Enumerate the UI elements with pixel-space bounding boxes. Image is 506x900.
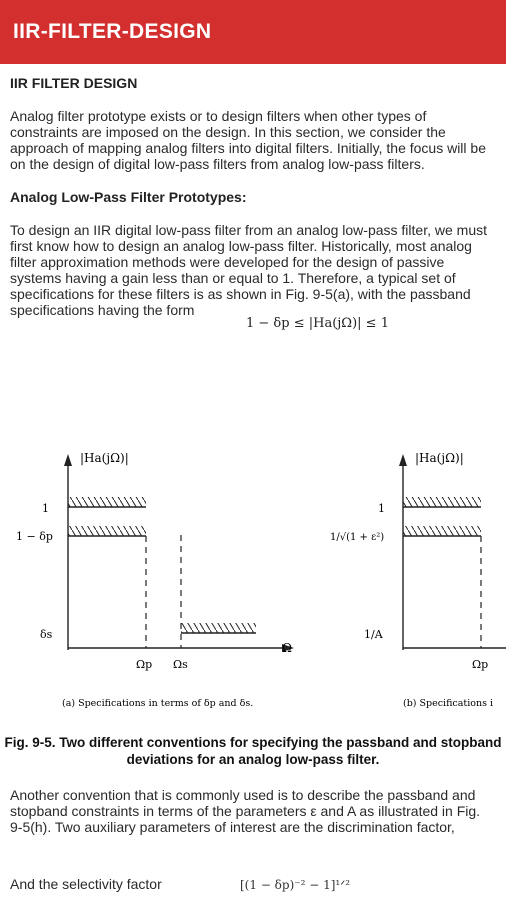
- panel-b-x-pass: Ωp: [472, 658, 488, 671]
- figure-9-5: |Ha(jΩ)| 1 1 − δp δs Ω Ωp Ωs (a) Specifi…: [16, 451, 506, 709]
- panel-a-tick-stop: δs: [40, 628, 53, 641]
- panel-a-x-pass: Ωp: [136, 658, 152, 671]
- panel-a-x-stop: Ωs: [173, 658, 188, 671]
- paragraph-prototypes: To design an IIR digital low-pass filter…: [10, 222, 487, 318]
- paragraph-intro: Analog filter prototype exists or to des…: [10, 108, 486, 172]
- article-content: IIR FILTER DESIGN Analog filter prototyp…: [0, 74, 506, 318]
- panel-b-y-arrow: [399, 454, 407, 466]
- sub-heading: Analog Low-Pass Filter Prototypes:: [10, 189, 247, 205]
- panel-a-sublabel: (a) Specifications in terms of δp and δs…: [62, 698, 253, 709]
- panel-a: |Ha(jΩ)| 1 1 − δp δs Ω Ωp Ωs (a) Specifi…: [16, 451, 294, 709]
- panel-a-ylabel: |Ha(jΩ)|: [80, 451, 129, 465]
- panel-a-tick-pass: 1 − δp: [16, 530, 53, 543]
- passband-formula: 1 − δp ≤ |Ha(jΩ)| ≤ 1: [246, 316, 389, 331]
- panel-a-xlabel: Ω: [282, 641, 292, 655]
- panel-b-tick-stop: 1/A: [364, 628, 384, 641]
- panel-b-tick-pass: 1/√(1 + ε²): [330, 532, 384, 543]
- panel-a-hatch-top: [68, 497, 146, 507]
- paragraph-convention: Another convention that is commonly used…: [10, 787, 481, 835]
- panel-a-x-arrow: [282, 644, 294, 652]
- panel-b-sublabel: (b) Specifications i: [403, 698, 493, 709]
- app-bar: IIR-FILTER-DESIGN: [0, 0, 506, 64]
- paragraph-selectivity: And the selectivity factor: [10, 876, 162, 892]
- panel-b-hatch-pass: [403, 526, 481, 536]
- app-title: IIR-FILTER-DESIGN: [13, 20, 212, 43]
- section-heading: IIR FILTER DESIGN: [10, 75, 138, 91]
- panel-b-tick-one: 1: [378, 502, 385, 515]
- figure-caption: Fig. 9-5. Two different conventions for …: [4, 735, 502, 767]
- panel-a-hatch-pass: [68, 526, 146, 536]
- panel-a-hatch-stop: [181, 623, 256, 633]
- discrimination-formula: [(1 − δp)⁻² − 1]¹ᐟ²: [240, 878, 351, 892]
- panel-b-hatch-top: [403, 497, 481, 507]
- panel-a-y-arrow: [64, 454, 72, 466]
- panel-b-ylabel: |Ha(jΩ)|: [415, 451, 464, 465]
- panel-b: |Ha(jΩ)| 1 1/√(1 + ε²) 1/A Ωp (b) Specif…: [330, 451, 506, 709]
- panel-a-tick-one: 1: [42, 502, 49, 515]
